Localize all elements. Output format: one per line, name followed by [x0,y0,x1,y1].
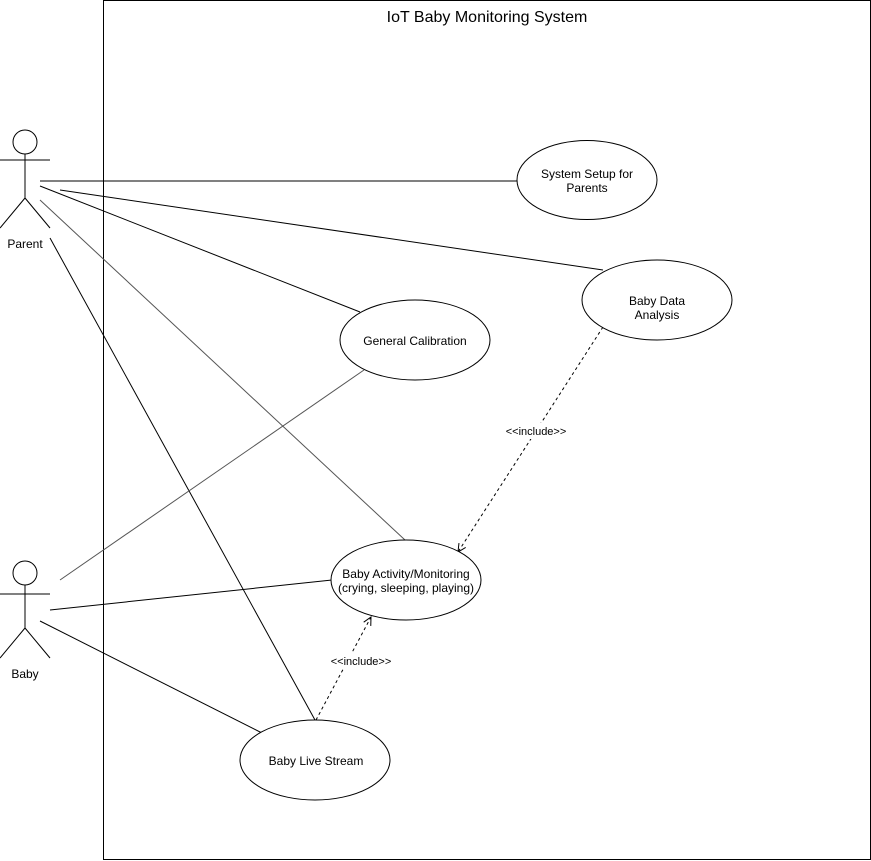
assoc-baby-activity [49,579,333,611]
use-case-activity[interactable]: Baby Activity/Monitoring (crying, sleepi… [330,539,482,621]
assoc-parent-calibration [39,185,361,313]
parent-associations [39,180,604,721]
actor-parent[interactable] [0,129,51,229]
include-arrow-analysis-to-activity [458,326,604,552]
use-case-data-analysis-line1: Baby Data [629,294,685,308]
use-case-live-stream-line1: Baby Live Stream [269,754,364,768]
baby-associations [39,369,365,734]
assoc-parent-data-analysis [59,189,604,271]
include-arrow-stream-to-activity [315,617,371,721]
use-case-data-analysis[interactable]: Baby Data Analysis [581,259,733,341]
use-case-system-setup-line1: System Setup for [541,167,633,181]
assoc-baby-calibration [59,369,365,581]
use-case-live-stream[interactable]: Baby Live Stream [239,719,391,801]
actor-parent-head [12,129,38,155]
include-label-bg-2 [324,653,396,669]
system-boundary [103,0,871,860]
actor-parent-label: Parent [7,237,43,251]
use-case-data-analysis-line2: Analysis [635,308,680,322]
actor-baby[interactable] [0,560,51,659]
include-label-stream: <<include>> [331,656,392,668]
actor-baby-label: Baby [11,667,38,681]
use-case-calibration-line1: General Calibration [363,334,466,348]
include-label-bg-1 [500,423,572,439]
system-title: IoT Baby Monitoring System [387,9,588,26]
use-case-system-setup[interactable]: System Setup for Parents [516,140,658,220]
assoc-baby-live-stream [39,620,263,734]
assoc-parent-live-stream [49,237,316,721]
use-case-activity-line2: (crying, sleeping, playing) [338,581,474,595]
use-case-calibration[interactable]: General Calibration [339,299,491,381]
include-label-analysis: <<include>> [506,426,567,438]
use-case-system-setup-line2: Parents [566,181,607,195]
assoc-parent-activity [39,199,406,541]
actor-baby-head [12,560,38,586]
use-case-activity-line1: Baby Activity/Monitoring [342,567,469,581]
